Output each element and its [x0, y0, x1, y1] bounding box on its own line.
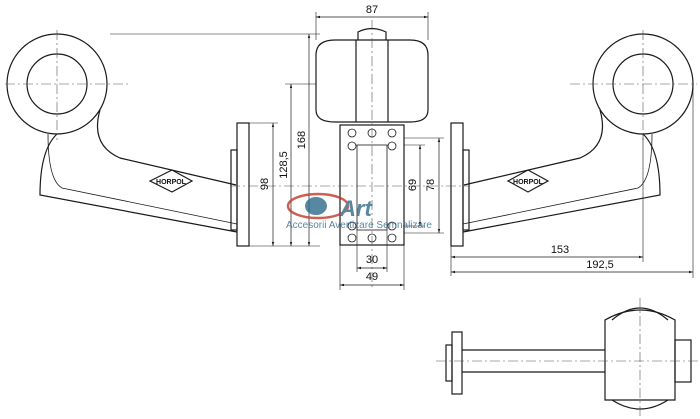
- right-lamp-arm: HORPOL: [450, 33, 694, 247]
- screw-hole: [387, 233, 397, 243]
- right-mount-plate: [450, 122, 464, 247]
- dim-label-98: 98: [259, 178, 271, 190]
- dimension-30: 30: [356, 230, 388, 272]
- right-mount-flange: [462, 149, 470, 231]
- screw-hole: [347, 128, 357, 138]
- screw-hole: [347, 221, 357, 231]
- dim-label-69: 69: [407, 179, 419, 191]
- left-mount-flange: [230, 149, 238, 231]
- left-mount-plate: [236, 122, 250, 247]
- left-arm-upper-edge: [96, 109, 237, 186]
- brand-label-right: HORPOL: [513, 179, 544, 186]
- screw-hole: [347, 233, 357, 243]
- left-arm-inner-edge: [47, 133, 238, 225]
- left-arm-lower-edge: [39, 133, 238, 233]
- screw-hole: [387, 141, 397, 151]
- watermark-logo-text: Art: [339, 196, 373, 221]
- watermark-caption: Accesorii Avertizare Semnalizare: [286, 220, 432, 231]
- dimension-78: 78: [404, 137, 444, 234]
- dim-label-153: 153: [551, 244, 569, 256]
- side-mount-flange: [445, 344, 453, 382]
- dimension-87: 87: [315, 4, 429, 40]
- dim-label-49: 49: [366, 271, 378, 283]
- lamp-neck: [355, 40, 389, 122]
- side-mount-plate: [451, 331, 463, 395]
- dim-label-87: 87: [366, 4, 378, 16]
- side-view: [436, 298, 698, 419]
- center-lines: [5, 20, 697, 290]
- center-slot: [356, 144, 388, 231]
- dimension-69: 69: [404, 144, 425, 227]
- right-brand-badge: HORPOL: [506, 169, 550, 193]
- dim-label-128-5: 128,5: [278, 151, 290, 179]
- side-lamp-lens-top: [611, 307, 669, 321]
- dimension-98: 98: [249, 122, 300, 247]
- dim-label-78: 78: [425, 179, 437, 191]
- brand-label-left: HORPOL: [156, 179, 187, 186]
- watermark-logo: Art Accesorii Avertizare Semnalizare: [286, 192, 432, 231]
- screw-hole: [387, 221, 397, 231]
- dimension-49: 49: [339, 245, 405, 290]
- right-arm-upper-edge: [463, 109, 604, 186]
- dimension-128-5: 128,5: [278, 83, 316, 246]
- dim-label-192-5: 192,5: [586, 259, 614, 271]
- right-arm-inner-edge: [462, 133, 653, 225]
- right-arm-lower-edge: [462, 133, 661, 233]
- left-lamp-arm: HORPOL: [6, 33, 250, 247]
- lamp-lens-body: [315, 39, 429, 123]
- left-brand-badge: HORPOL: [148, 169, 194, 193]
- screw-hole: [347, 141, 357, 151]
- dimension-153: 153: [450, 134, 644, 276]
- dim-label-168: 168: [296, 131, 308, 149]
- screw-hole: [387, 128, 397, 138]
- dim-label-30: 30: [366, 254, 378, 266]
- dimension-192-5: 192,5: [451, 84, 694, 278]
